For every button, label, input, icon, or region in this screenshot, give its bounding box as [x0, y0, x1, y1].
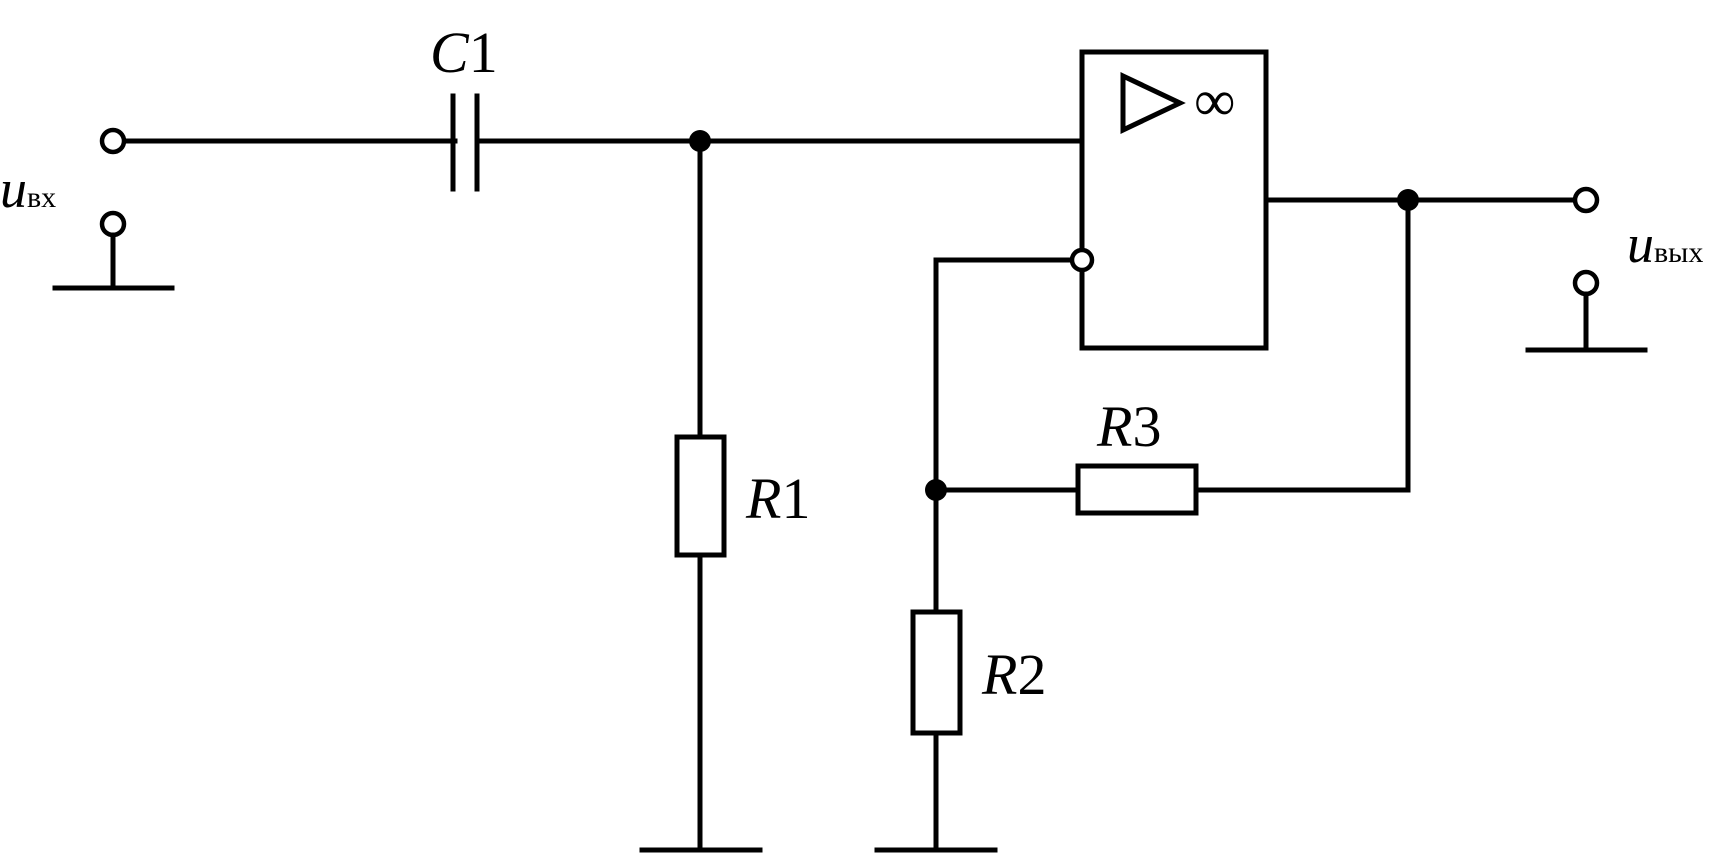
output-terminal-circle	[1572, 186, 1600, 214]
wire-r3-branch	[933, 197, 1411, 493]
label-output-voltage: uвых	[1627, 214, 1703, 274]
label-input-voltage: uвх	[0, 159, 56, 219]
junction-node-c1	[689, 130, 711, 152]
resistor-r1	[674, 434, 727, 558]
input-terminals	[52, 127, 175, 291]
junction-node-output	[1397, 189, 1419, 211]
label-r1: R1	[745, 466, 810, 531]
opamp-gain-symbol: ∞	[1194, 68, 1235, 133]
output-ground-terminal-circle	[1572, 269, 1600, 297]
output-terminals	[1525, 186, 1648, 353]
label-r2: R2	[981, 642, 1046, 707]
resistor-r3	[1075, 463, 1199, 516]
wire-inverting-input	[933, 257, 1075, 853]
input-terminal-circle	[99, 127, 127, 155]
opamp: ∞	[1079, 49, 1269, 351]
label-r3: R3	[1096, 394, 1161, 459]
resistor-r2	[910, 609, 963, 736]
input-ground-terminal-circle	[99, 210, 127, 238]
opamp-body	[1079, 49, 1269, 351]
inverting-input-circle	[1069, 247, 1095, 273]
junction-node-r2-r3	[925, 479, 947, 501]
label-c1: C1	[430, 20, 498, 85]
amplifier-triangle-icon	[1120, 72, 1186, 134]
